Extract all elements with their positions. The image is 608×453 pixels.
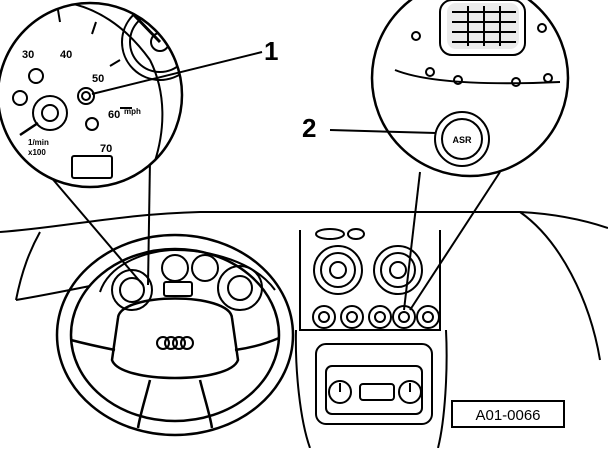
figure-reference-code: A01-0066 xyxy=(475,407,540,424)
speed-label-30: 30 xyxy=(22,49,34,61)
steering-wheel-logo xyxy=(156,336,194,350)
speed-label-50: 50 xyxy=(92,73,104,85)
callout-2: 2 xyxy=(302,113,437,143)
rpm-unit-label: 1/min xyxy=(28,138,49,147)
switch-row xyxy=(312,305,440,329)
callout-2-number: 2 xyxy=(302,113,316,143)
speedometer-detail: 30 40 50 60 mph 70 1/min x100 xyxy=(0,1,184,286)
climate-controls xyxy=(328,380,422,404)
speed-label-60: 60 xyxy=(108,109,120,121)
callout-1: 1 xyxy=(91,36,278,95)
dashboard xyxy=(0,211,608,449)
figure-reference-box: A01-0066 xyxy=(451,400,565,428)
callout-1-number: 1 xyxy=(264,36,278,66)
speed-label-40: 40 xyxy=(60,49,72,61)
speed-label-70: 70 xyxy=(100,143,112,155)
asr-button-label: ASR xyxy=(452,135,472,145)
center-air-vents xyxy=(313,228,423,295)
speed-unit-label: mph xyxy=(124,107,141,116)
rpm-multiplier-label: x100 xyxy=(28,148,46,157)
instrument-cluster xyxy=(99,248,276,311)
asr-button[interactable]: ASR xyxy=(441,118,483,160)
steering-wheel xyxy=(55,233,295,437)
